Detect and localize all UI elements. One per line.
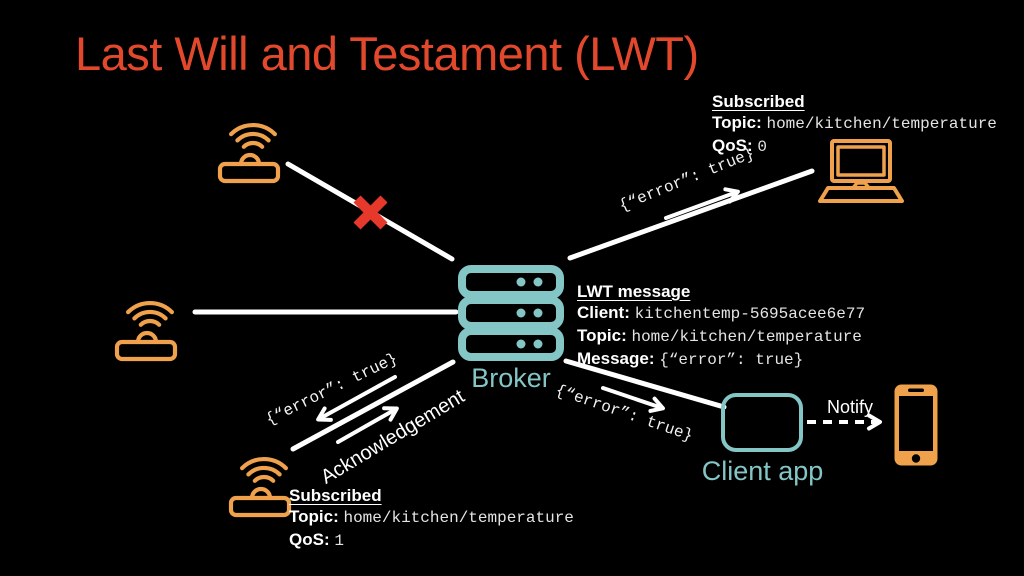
link-broker-clientapp bbox=[563, 358, 727, 410]
subscribed-heading: Subscribed bbox=[712, 92, 805, 111]
arrow-error-to-clientapp bbox=[601, 386, 665, 413]
wifi-sensor-icon bbox=[217, 123, 281, 184]
subscriber-info-sensor: Subscribed Topic: home/kitchen/temperatu… bbox=[289, 485, 574, 552]
topic-value: home/kitchen/temperature bbox=[631, 328, 862, 346]
topic-value: home/kitchen/temperature bbox=[343, 509, 574, 527]
topic-value: home/kitchen/temperature bbox=[766, 115, 997, 133]
client-value: kitchentemp-5695acee6e77 bbox=[634, 305, 866, 323]
client-label: Client: bbox=[577, 303, 630, 322]
qos-value: 0 bbox=[757, 138, 767, 156]
qos-label: QoS: bbox=[712, 136, 753, 155]
link-broker-laptop bbox=[567, 168, 815, 261]
client-app-label: Client app bbox=[701, 456, 824, 486]
arrow-error-to-laptop bbox=[664, 187, 740, 220]
subscribed-heading: Subscribed bbox=[289, 486, 382, 505]
topic-label: Topic: bbox=[712, 113, 762, 132]
client-app-box bbox=[721, 393, 803, 452]
qos-value: 1 bbox=[334, 532, 344, 550]
subscriber-info-laptop: Subscribed Topic: home/kitchen/temperatu… bbox=[712, 91, 997, 158]
arrow-acknowledgement-to-broker bbox=[336, 406, 399, 444]
red-x-icon bbox=[353, 195, 388, 230]
lwt-message-info: LWT message Client: kitchentemp-5695acee… bbox=[577, 281, 865, 371]
page-title: Last Will and Testament (LWT) bbox=[75, 27, 699, 80]
wifi-sensor-icon bbox=[228, 457, 292, 518]
topic-label: Topic: bbox=[289, 507, 339, 526]
wifi-sensor-icon bbox=[114, 301, 178, 362]
qos-label: QoS: bbox=[289, 530, 330, 549]
smartphone-icon bbox=[894, 384, 938, 466]
server-stack-icon bbox=[458, 265, 564, 361]
lwt-heading: LWT message bbox=[577, 282, 691, 301]
notify-label: Notify bbox=[827, 397, 874, 417]
laptop-icon bbox=[818, 139, 904, 203]
broker-label: Broker bbox=[471, 363, 551, 393]
arrow-error-to-sensor3 bbox=[316, 375, 397, 422]
link-sensor3-broker bbox=[290, 359, 456, 452]
message-value: {“error”: true} bbox=[659, 351, 804, 369]
message-label: Message: bbox=[577, 349, 655, 368]
topic-label: Topic: bbox=[577, 326, 627, 345]
